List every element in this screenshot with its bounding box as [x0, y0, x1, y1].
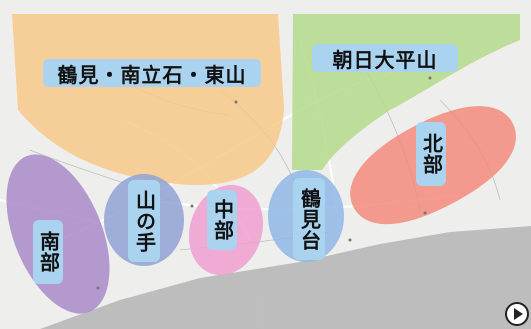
- area-tsurumi-minamitateishi-higashiyama-shape: [12, 14, 284, 186]
- area-label-asahi-ohira-yama: 朝日大平山: [312, 44, 458, 72]
- area-label-hokubu: 北部: [416, 122, 446, 186]
- area-label-nanbu: 南部: [33, 220, 63, 284]
- play-icon: [514, 308, 523, 320]
- play-button[interactable]: [505, 302, 529, 326]
- area-label-tsurumidai: 鶴見台: [293, 178, 325, 260]
- map-markers: [96, 76, 432, 290]
- area-label-tsurumi-minamitateishi-higashiyama: 鶴見・南立石・東山: [43, 59, 261, 87]
- sea: [40, 226, 531, 329]
- area-label-yamanote: 山の手: [128, 180, 160, 262]
- area-label-chubu: 中部: [207, 190, 237, 250]
